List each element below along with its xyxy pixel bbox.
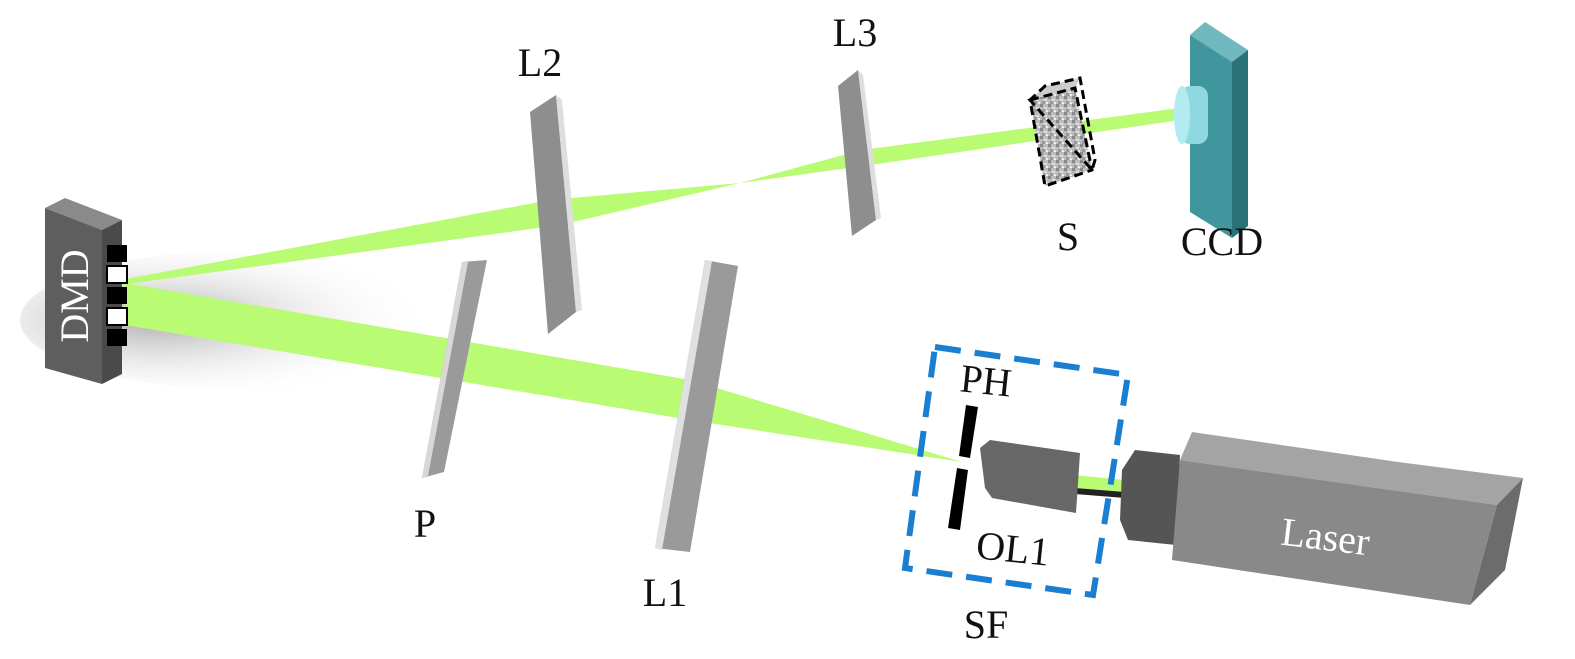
pinhole-ph-lower (948, 468, 968, 530)
ol1-label: OL1 (974, 522, 1052, 574)
upper-beam (120, 108, 1180, 285)
s-label: S (1057, 214, 1079, 259)
lower-beam (125, 283, 962, 462)
p-label: P (414, 501, 436, 546)
l3-label: L3 (833, 10, 877, 55)
l2-label: L2 (518, 40, 562, 85)
laser-beam-shadow (1075, 488, 1125, 498)
lens-l2 (530, 95, 582, 334)
micromirror-array (106, 245, 128, 346)
sf-label: SF (964, 602, 1009, 647)
dmd-label: DMD (52, 249, 97, 342)
polarizer-p (422, 260, 487, 478)
laser-label: Laser (1279, 509, 1373, 564)
lens-l1 (655, 260, 738, 552)
ccd-label: CCD (1181, 219, 1263, 264)
ph-label: PH (958, 355, 1014, 405)
laser: Laser (1120, 432, 1523, 605)
ccd-camera (1174, 22, 1248, 238)
sample-s (1027, 76, 1097, 188)
l1-label: L1 (643, 570, 687, 615)
pinhole-ph-upper (959, 405, 978, 458)
sf-dashed-box (901, 343, 1132, 599)
dmd: DMD (45, 198, 128, 384)
objective-ol1 (980, 440, 1080, 513)
lens-l3 (838, 70, 881, 236)
spatial-filter (901, 343, 1132, 599)
